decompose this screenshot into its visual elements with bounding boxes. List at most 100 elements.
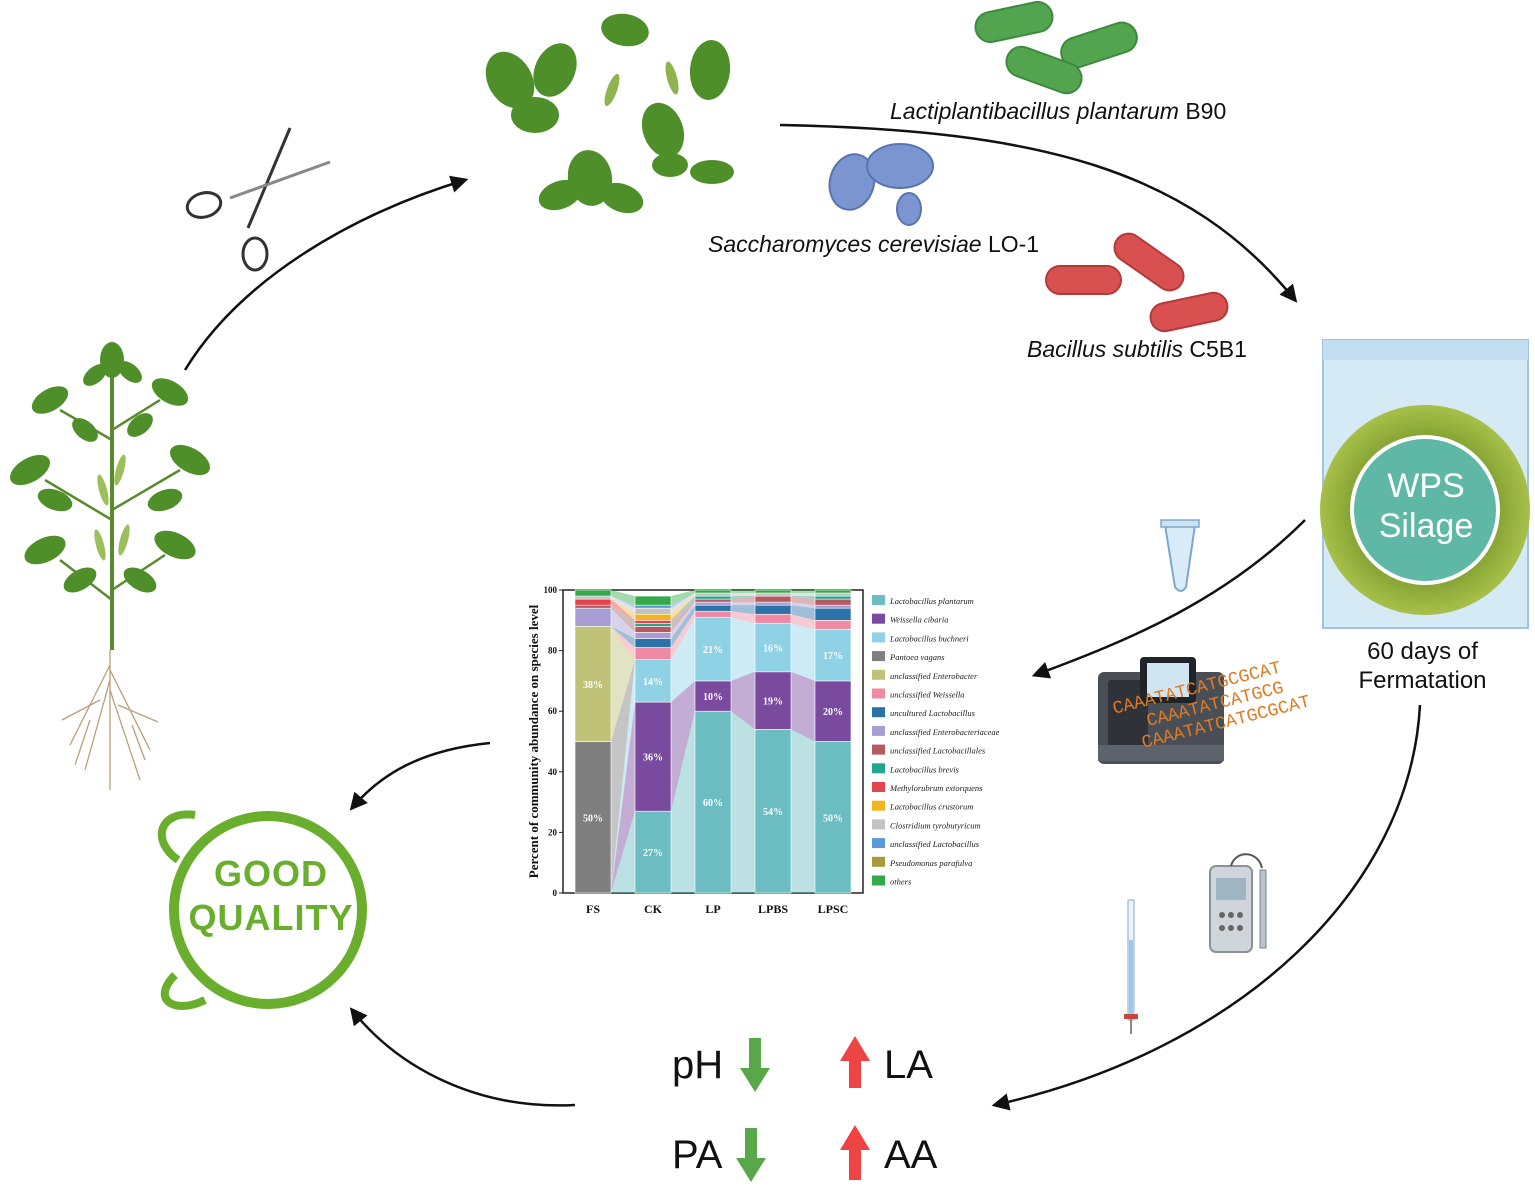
bar-lpbs-clostridium-tyrobutyricum	[754, 592, 792, 597]
saccharomyces-cells-icon	[828, 143, 934, 226]
legend-label: others	[890, 877, 912, 887]
bar-lpbs-lactobacillus-plantarum	[754, 729, 792, 894]
bar-lp-unclassified-lactobacillales	[694, 598, 732, 603]
legend-swatch	[872, 595, 885, 605]
bar-fs-pantoea-vagans	[574, 741, 612, 894]
data-label: 16%	[763, 644, 783, 655]
data-label: 50%	[823, 813, 843, 824]
flow-unclassified-lactobacillus	[671, 593, 695, 609]
bar-lpsc-uncultured-lactobacillus	[814, 607, 852, 621]
bar-ck-weissella-cibaria	[634, 701, 672, 812]
flow-unclassified-lactobacillales	[791, 596, 815, 606]
x-tick-label: LPSC	[818, 902, 849, 916]
cycle-arrow-indicators-to-quality	[349, 1007, 576, 1107]
bar-lpsc-lactobacillus-buchneri	[814, 629, 852, 682]
flow-lactobacillus-brevis	[791, 596, 815, 600]
pa-down-arrow-icon	[736, 1128, 766, 1182]
bar-ck-unclassified-lactobacillus	[634, 604, 672, 609]
bar-lp-lactobacillus-plantarum	[694, 710, 732, 894]
legend-label: Clostridium tyrobutyricum	[890, 820, 981, 830]
flow-clostridium-tyrobutyricum	[671, 593, 695, 615]
silage-bag-label: WPS Silage	[1378, 467, 1474, 545]
legend-swatch	[872, 782, 885, 792]
flow-lactobacillus-buchneri	[671, 617, 695, 703]
flow-uncultured-lactobacillus	[671, 605, 695, 648]
bar-ck-methylorubrum-extorquens	[634, 619, 672, 624]
y-tick-label: 20	[548, 827, 558, 837]
legend-label: Lactobacillus plantarum	[889, 596, 974, 606]
organism-label-bacillus: Bacillus subtilis C5B1	[1027, 336, 1247, 362]
flow-lactobacillus-buchneri	[731, 617, 755, 681]
x-tick-label: CK	[644, 902, 663, 916]
flow-unclassified-lactobacillales	[671, 599, 695, 633]
flow-pantoea-vagans	[611, 659, 635, 893]
bar-lp-lactobacillus-brevis	[694, 595, 732, 600]
data-label: 60%	[703, 798, 723, 809]
y-axis-label: Percent of community abundance on specie…	[526, 604, 541, 878]
quality-badge-icon	[157, 810, 367, 1010]
flow-uncultured-lactobacillus	[791, 605, 815, 621]
flow-lactobacillus-buchneri	[611, 659, 635, 893]
legend-label: unclassified Enterobacteriaceae	[890, 727, 1000, 737]
burette-icon	[1124, 899, 1138, 1034]
data-label: 54%	[763, 807, 783, 818]
organism-label-saccharomyces: Saccharomyces cerevisiae LO-1	[708, 231, 1040, 257]
legend-swatch	[872, 632, 885, 643]
y-tick-label: 40	[548, 767, 558, 777]
data-label: 10%	[703, 692, 723, 703]
scissors-icon	[185, 127, 331, 272]
bar-ck-unclassified-enterobacteriaceae	[634, 632, 672, 639]
indicator-ph: pH	[672, 1043, 724, 1087]
legend-swatch	[872, 819, 885, 830]
flow-methylorubrum-extorquens	[671, 596, 695, 624]
flow-unclassified-lactobacillales	[611, 605, 635, 633]
quality-badge-label: GOOD QUALITY	[188, 853, 354, 938]
flow-others	[731, 590, 755, 594]
bar-ck-clostridium-tyrobutyricum	[634, 607, 672, 615]
cycle-arrow-harvest	[183, 175, 469, 371]
bar-ck-uncultured-lactobacillus	[634, 638, 672, 648]
soybean-plant-icon	[10, 342, 210, 790]
legend-label: Pantoea vagans	[889, 652, 945, 662]
flow-weissella-cibaria	[791, 671, 815, 742]
silage-bag-icon	[1320, 339, 1530, 629]
flow-methylorubrum-extorquens	[611, 599, 635, 624]
flow-unclassified-lactobacillus	[611, 596, 635, 609]
la-up-arrow-icon	[840, 1036, 870, 1088]
legend-label: Lactobacillus crustorum	[889, 802, 973, 812]
flow-lactobacillus-plantarum	[791, 729, 815, 893]
legend-swatch	[872, 613, 885, 624]
indicator-la: LA	[884, 1043, 933, 1087]
legend-label: uncultured Lactobacillus	[890, 708, 976, 718]
legend-swatch	[872, 707, 885, 718]
sequencer-machine-icon	[1098, 657, 1224, 764]
bar-lpsc-others	[814, 589, 852, 594]
data-label: 21%	[703, 645, 723, 656]
flow-unclassified-weissella	[791, 614, 815, 630]
flow-unclassified-enterobacteriaceae	[671, 602, 695, 639]
cycle-arrow-inoculate	[779, 123, 1298, 303]
bar-lp-weissella-cibaria	[694, 680, 732, 712]
cycle-arrow-community-to-quality	[349, 741, 491, 811]
bar-lp-lactobacillus-buchneri	[694, 616, 732, 682]
flow-lactobacillus-brevis	[611, 605, 635, 627]
legend-swatch	[872, 800, 885, 811]
bar-lp-unclassified-enterobacteriaceae	[694, 601, 732, 606]
legend-swatch	[872, 875, 885, 886]
flow-lactobacillus-plantarum	[611, 811, 635, 893]
legend-swatch	[872, 651, 885, 662]
bar-lpbs-uncultured-lactobacillus	[754, 604, 792, 615]
bar-lpsc-lactobacillus-plantarum	[814, 741, 852, 894]
cycle-arrow-sequencing	[1031, 519, 1306, 679]
legend-label: Methylorubrum extorquens	[889, 783, 983, 793]
bar-fs-unclassified-enterobacter	[574, 626, 612, 742]
flow-others	[671, 590, 695, 606]
bar-fs-clostridium-tyrobutyricum	[574, 595, 612, 600]
organism-label-lactiplantibacillus: Lactiplantibacillus plantarum B90	[890, 98, 1227, 124]
legend-label: unclassified Lactobacillus	[890, 839, 980, 849]
flow-uncultured-lactobacillus	[731, 605, 755, 615]
bar-fs-others	[574, 589, 612, 597]
indicator-aa: AA	[884, 1133, 938, 1177]
data-label: 38%	[583, 680, 603, 691]
